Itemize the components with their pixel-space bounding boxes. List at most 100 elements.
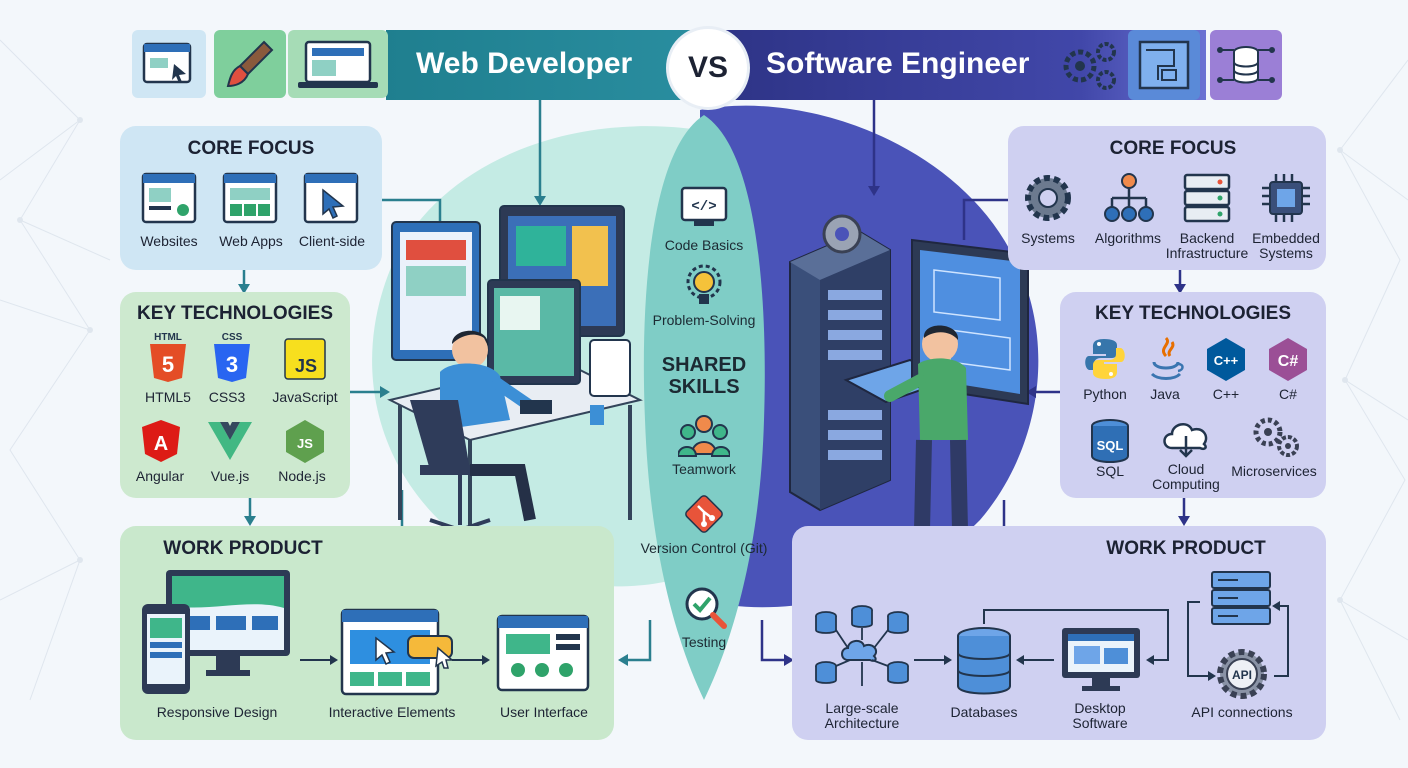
nodejs-icon: JS <box>282 418 328 469</box>
arrow-core-to-server <box>962 198 1008 240</box>
software-work-label: Databases <box>950 704 1018 720</box>
web-tech-label: Vue.js <box>210 468 250 484</box>
web-work-label: User Interface <box>500 704 588 720</box>
web-tech-label: Angular <box>135 468 185 484</box>
svg-text:JS: JS <box>297 436 313 451</box>
browser-cursor-icon <box>142 42 192 84</box>
header-tile-laptop <box>288 30 388 98</box>
python-icon <box>1082 336 1128 387</box>
shared-skills-title-line2: SKILLS <box>668 376 740 398</box>
database-icon <box>954 626 1014 703</box>
web-work-label: Interactive Elements <box>328 704 456 720</box>
software-tech-label: Microservices <box>1231 463 1317 479</box>
svg-text:HTML: HTML <box>154 332 182 343</box>
software-tech-label: SQL <box>1095 463 1124 479</box>
chip-icon <box>1260 172 1312 229</box>
arrow-core-to-desk <box>382 198 442 230</box>
svg-text:JS: JS <box>295 356 317 376</box>
interactive-window-icon <box>340 608 460 703</box>
software-work-connectors <box>914 601 1289 681</box>
git-icon <box>682 492 726 541</box>
angular-icon: A <box>140 418 182 469</box>
software-tech-label: Cloud Computing <box>1152 461 1220 492</box>
api-server-icon <box>1208 568 1274 639</box>
software-core-item-label: Systems <box>1021 230 1075 246</box>
svg-text:C#: C# <box>1278 353 1299 370</box>
cursor-window-icon <box>303 172 359 231</box>
software-core-focus-title: CORE FOCUS <box>1109 138 1237 159</box>
shared-skill-label: Version Control (Git) <box>640 540 768 556</box>
header-software-title: Software Engineer <box>766 47 1030 80</box>
web-work-label: Responsive Design <box>156 704 278 720</box>
web-core-item-label: Websites <box>140 233 198 249</box>
ui-window-icon <box>496 614 592 699</box>
web-app-window-icon <box>222 172 278 231</box>
cplusplus-icon: C++ <box>1204 336 1248 387</box>
web-tech-label: CSS3 <box>208 389 246 405</box>
arrow-shared-to-work-left <box>622 620 652 662</box>
web-key-technologies-title: KEY TECHNOLOGIES <box>136 303 333 324</box>
lightbulb-gear-icon <box>682 262 726 315</box>
web-key-technologies-panel <box>120 292 350 498</box>
svg-text:C++: C++ <box>1214 353 1239 368</box>
svg-text:API: API <box>1232 668 1252 682</box>
software-core-item-label: Backend Infrastructure <box>1165 230 1249 261</box>
software-work-product-panel <box>792 526 1326 740</box>
shared-skill-label: Code Basics <box>664 237 744 253</box>
software-key-technologies-title: KEY TECHNOLOGIES <box>1094 303 1291 324</box>
shared-skill-label: Teamwork <box>672 461 736 477</box>
software-core-item-label: Embedded Systems <box>1252 230 1320 261</box>
svg-text:5: 5 <box>162 352 174 377</box>
gears-icon <box>1250 414 1300 465</box>
html5-icon: HTML 5 <box>146 330 190 389</box>
header-web-bar <box>386 30 716 100</box>
css3-icon: CSS 3 <box>210 330 254 389</box>
algorithm-tree-icon <box>1102 172 1156 231</box>
svg-text:3: 3 <box>226 352 238 377</box>
web-core-item-label: Web Apps <box>219 233 283 249</box>
software-tech-label: C# <box>1279 386 1297 402</box>
software-tech-label: C++ <box>1212 386 1240 402</box>
header-tile-database <box>1210 30 1282 100</box>
desktop-icon <box>1060 626 1142 697</box>
csharp-icon: C# <box>1266 336 1310 387</box>
server-stack-icon <box>1182 172 1232 229</box>
code-brackets-icon: </> <box>680 186 728 233</box>
svg-text:CSS: CSS <box>222 332 243 343</box>
svg-text:SQL: SQL <box>1097 438 1124 453</box>
sql-database-icon: SQL <box>1088 418 1132 469</box>
header-tile-website <box>132 30 206 98</box>
software-work-label: API connections <box>1191 704 1293 720</box>
software-key-technologies-panel <box>1060 292 1326 498</box>
database-network-icon <box>1217 46 1275 84</box>
blueprint-icon <box>1138 40 1190 90</box>
javascript-icon: JS <box>284 338 326 385</box>
software-work-label: Desktop Software <box>1072 700 1128 731</box>
shared-skill-label: Testing <box>681 634 727 650</box>
header-tile-blueprint <box>1128 30 1200 100</box>
gear-icon <box>1022 172 1074 229</box>
software-work-product-title: WORK PRODUCT <box>1106 538 1266 559</box>
software-work-label: Large-scale Architecture <box>824 700 900 731</box>
web-tech-label: JavaScript <box>272 389 338 405</box>
responsive-devices-icon <box>140 568 296 703</box>
magnifier-check-icon <box>682 584 728 635</box>
software-tech-label: Java <box>1150 386 1180 402</box>
api-gear-icon: API <box>1214 646 1270 707</box>
header-web-title: Web Developer <box>416 47 633 80</box>
svg-text:</>: </> <box>691 199 716 215</box>
shared-skills-title-line1: SHARED <box>661 354 747 376</box>
work-flow-arrows-left <box>300 655 490 665</box>
team-icon <box>676 412 732 463</box>
gears-icon <box>1063 42 1116 90</box>
web-core-focus-title: CORE FOCUS <box>187 138 315 159</box>
architecture-icon <box>812 604 912 701</box>
laptop-icon <box>298 40 378 88</box>
cloud-icon <box>1158 414 1214 465</box>
web-work-product-title: WORK PRODUCT <box>163 538 323 559</box>
vue-icon <box>206 420 254 467</box>
web-tech-label: HTML5 <box>145 389 191 405</box>
software-engineer-illustration <box>789 214 1029 538</box>
